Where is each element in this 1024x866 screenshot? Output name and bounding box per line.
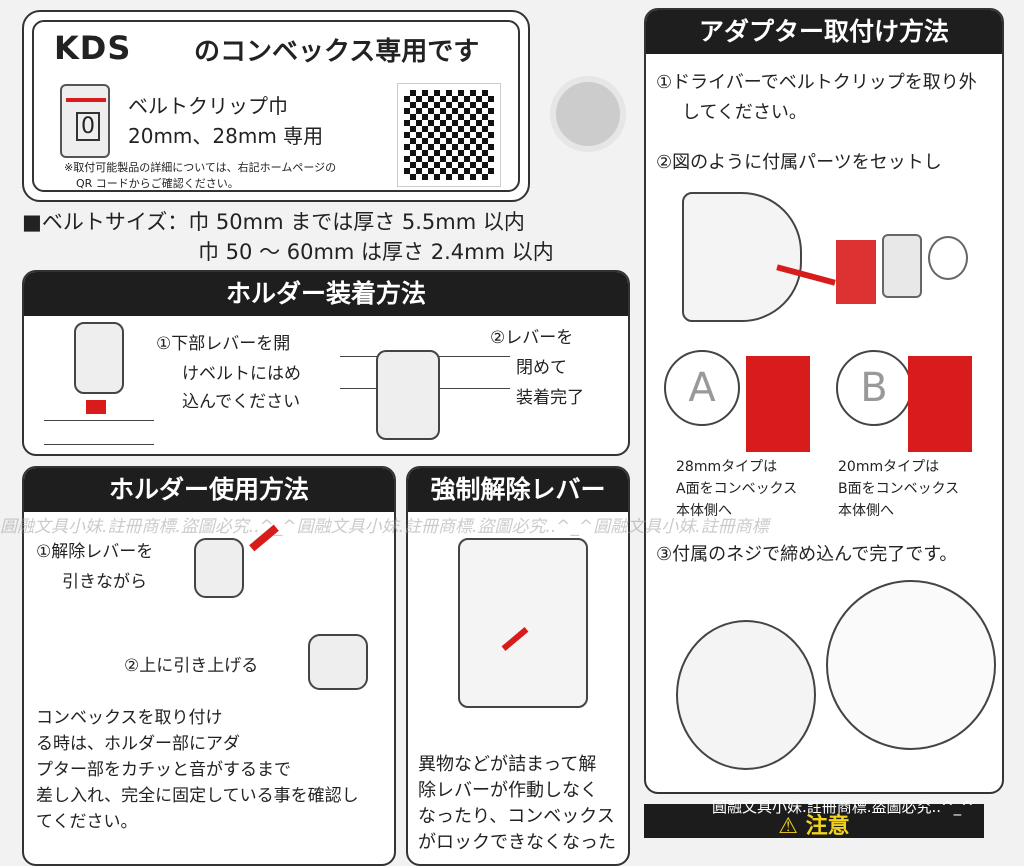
adapter-step2: ②図のように付属パーツをセットし: [656, 152, 942, 173]
type-b-2: B面をコンベックス: [838, 481, 960, 497]
belt-size-line2: 巾 50 ～ 60mm は厚さ 2.4mm 以内: [198, 240, 554, 264]
belt-size-line1: ■ベルトサイズ：巾 50mm までは厚さ 5.5mm 以内: [22, 210, 525, 234]
use-body-4: 差し入れ、完全に固定している事を確認し: [36, 786, 359, 806]
attach-step2-3: 装着完了: [516, 388, 584, 408]
release-body-2: 除レバーが作動しなく: [418, 780, 598, 801]
face-b-circle: B: [836, 350, 912, 426]
adapter-title: アダプター取付け方法: [646, 10, 1002, 54]
attach-step1: ①下部レバーを開: [156, 334, 291, 354]
clip-size-value: 20mm、28mm 専用: [128, 124, 324, 148]
type-a-3: 本体側へ: [676, 503, 732, 519]
face-a-circle: A: [664, 350, 740, 426]
attach-step1-3: 込んでください: [182, 392, 301, 412]
hang-hole: [550, 76, 626, 152]
release-lever-title: 強制解除レバー: [408, 468, 628, 512]
type-b-1: 20mmタイプは: [838, 459, 940, 475]
adapter-step1-2: してください。: [682, 102, 807, 123]
type-a-2: A面をコンベックス: [676, 481, 798, 497]
holder-use-section: ホルダー使用方法 ①解除レバーを 引きながら ②上に引き上げる コンベックスを取…: [22, 466, 396, 866]
adapter-part: [836, 240, 876, 304]
adapter-step1: ①ドライバーでベルトクリップを取り外: [656, 72, 977, 93]
hand-lift-illustration: [308, 634, 368, 690]
adapter-step3: ③付属のネジで締め込んで完了です。: [656, 544, 958, 565]
watermark: 圓融文具小妹.註冊商標.盜圖必究..^_^圓融文具小妹.註冊商標.盜圖必究..^…: [0, 517, 769, 537]
assembled-illustration: [676, 620, 816, 770]
attach-step2: ②レバーを: [490, 328, 574, 348]
holder-illustration: [74, 322, 124, 394]
detail-circle: [826, 580, 996, 750]
caution-banner: ⚠ 注意: [644, 804, 984, 839]
note-line2: QR コードからご確認ください。: [76, 177, 239, 190]
clip-size-label: ベルトクリップ巾: [128, 94, 288, 118]
holder-use-title: ホルダー使用方法: [24, 468, 394, 512]
type-a-1: 28mmタイプは: [676, 459, 778, 475]
release-lever-section: 強制解除レバー 異物などが詰まって解 除レバーが作動しなく なったり、コンベック…: [406, 466, 630, 866]
use-body-1: コンベックスを取り付け: [36, 708, 223, 728]
use-step1-2: 引きながら: [62, 572, 147, 592]
brand-logo: KDS: [54, 29, 132, 67]
qr-code[interactable]: [397, 83, 501, 187]
compatibility-inner: KDS のコンベックス専用です 0 ベルトクリップ巾 20mm、28mm 専用 …: [32, 20, 520, 192]
use-body-2: る時は、ホルダー部にアダ: [36, 734, 240, 754]
use-body-3: プター部をカチッと音がするまで: [36, 760, 291, 780]
use-step1: ①解除レバーを: [36, 542, 154, 562]
adapter-part-b: [908, 356, 972, 452]
holder-attach-title: ホルダー装着方法: [24, 272, 628, 316]
compatibility-box: KDS のコンベックス専用です 0 ベルトクリップ巾 20mm、28mm 専用 …: [22, 10, 530, 202]
release-body-4: がロックできなくなった: [418, 832, 616, 853]
down-arrow-icon: [86, 400, 106, 414]
attach-step2-2: 閉めて: [516, 358, 567, 378]
hand-pull-illustration: [194, 538, 244, 598]
adapter-section: アダプター取付け方法 ①ドライバーでベルトクリップを取り外 してください。 ②図…: [644, 8, 1004, 794]
lever-illustration: [458, 538, 588, 708]
tape-measure-illustration: [682, 192, 802, 322]
clip-part: [882, 234, 922, 298]
attach-step1-2: けベルトにはめ: [182, 364, 301, 384]
note-line1: ※取付可能製品の詳細については、右記ホームページの: [64, 161, 337, 174]
use-step2: ②上に引き上げる: [124, 656, 259, 676]
adapter-part-a: [746, 356, 810, 452]
belt-clip-icon: 0: [60, 84, 110, 158]
compat-title: のコンベックス専用です: [194, 37, 480, 67]
holder-closed-illustration: [376, 350, 440, 440]
release-body-1: 異物などが詰まって解: [418, 754, 597, 775]
type-b-3: 本体側へ: [838, 503, 894, 519]
watermark-corner: 圓融文具小妹.註冊商標.盜圖必究..^_^: [712, 798, 974, 816]
use-body-5: てください。: [36, 812, 138, 832]
release-body-3: なったり、コンベックス: [418, 806, 615, 827]
screw-part: [928, 236, 968, 280]
holder-attach-section: ホルダー装着方法 ①下部レバーを開 けベルトにはめ 込んでください ②レバーを …: [22, 270, 630, 456]
